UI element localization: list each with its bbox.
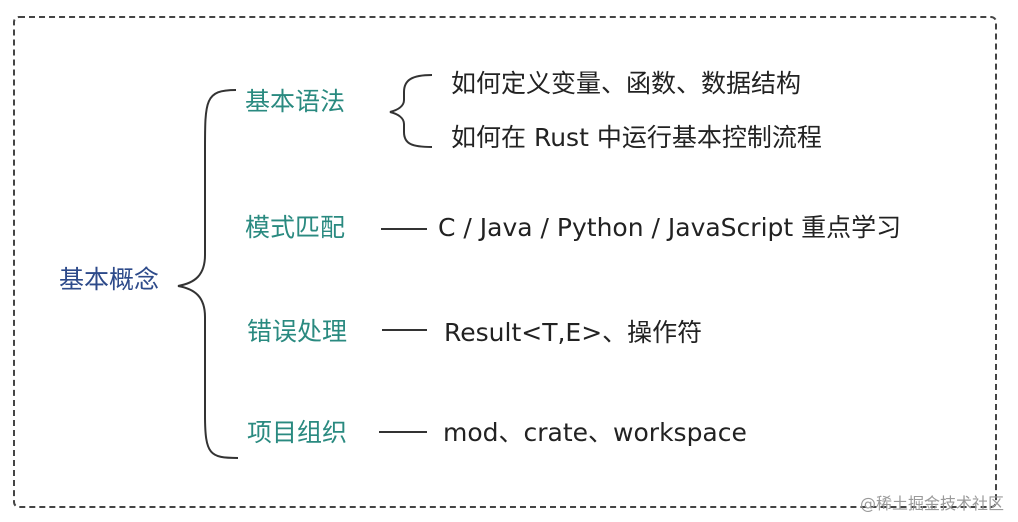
syntax-brace	[389, 74, 433, 148]
root-brace	[177, 89, 239, 459]
leaf-project-organization: mod、crate、workspace	[443, 418, 747, 447]
branch-error-handling: 错误处理	[247, 317, 348, 346]
leaf-syntax-control-flow: 如何在 Rust 中运行基本控制流程	[451, 123, 822, 152]
diagram-frame	[13, 16, 997, 508]
leaf-error-handling: Result<T,E>、操作符	[444, 318, 703, 347]
root-node: 基本概念	[59, 265, 160, 294]
leaf-pattern-matching: C / Java / Python / JavaScript 重点学习	[438, 213, 902, 242]
branch-project-organization: 项目组织	[247, 418, 348, 447]
branch-pattern-matching: 模式匹配	[245, 213, 346, 242]
watermark: @稀土掘金技术社区	[859, 494, 1004, 513]
branch-syntax: 基本语法	[245, 87, 346, 116]
leaf-syntax-variables: 如何定义变量、函数、数据结构	[451, 69, 802, 98]
